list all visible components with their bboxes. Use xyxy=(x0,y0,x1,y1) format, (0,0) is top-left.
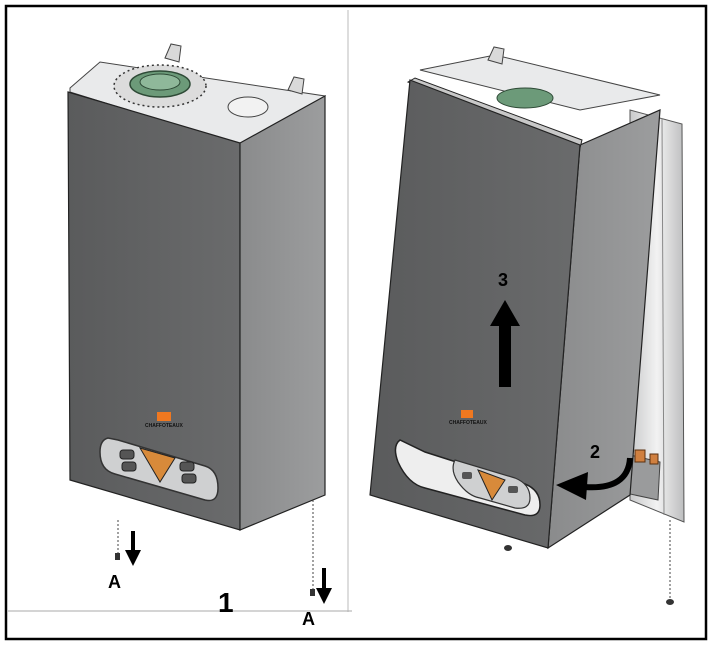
down-arrow-icon xyxy=(316,568,332,604)
step-number-1: 1 xyxy=(218,587,234,618)
screw-icon xyxy=(115,553,120,560)
front-cover-tilted xyxy=(369,79,581,549)
down-arrow-icon xyxy=(125,531,141,566)
screw-label-right: A xyxy=(302,609,315,629)
brand-logo-left: CHAFFOTEAUX xyxy=(145,412,183,429)
boiler-open: CHAFFOTEAUX xyxy=(369,46,685,550)
step-number-2: 2 xyxy=(590,442,600,462)
flue-duct-inner xyxy=(139,73,181,91)
mounting-tab-right xyxy=(287,76,305,95)
mounting-tab-left xyxy=(164,43,182,63)
control-panel-left xyxy=(99,437,219,502)
copper-fitting xyxy=(634,449,646,463)
brand-logo-right: CHAFFOTEAUX xyxy=(449,410,487,426)
screw-icon xyxy=(310,589,315,596)
outer-frame xyxy=(4,4,708,641)
screw-icon xyxy=(666,599,674,605)
mounting-tab-right-panel xyxy=(487,46,505,65)
boiler-closed: CHAFFOTEAUX xyxy=(67,43,327,531)
up-arrow-icon xyxy=(490,300,520,387)
brand-logo-text-right: CHAFFOTEAUX xyxy=(449,420,487,426)
side-cover xyxy=(239,94,326,531)
copper-fitting-2 xyxy=(649,453,659,465)
curved-arrow-icon xyxy=(556,457,633,500)
screw-label-left: A xyxy=(108,572,121,592)
bracket-edge xyxy=(661,117,665,516)
screw-icon xyxy=(504,545,512,551)
flue-duct-right xyxy=(496,87,554,109)
control-panel-right xyxy=(452,459,531,509)
brand-logo-text-left: CHAFFOTEAUX xyxy=(145,423,183,429)
air-intake-cap xyxy=(227,96,269,118)
step-number-3: 3 xyxy=(498,270,508,290)
